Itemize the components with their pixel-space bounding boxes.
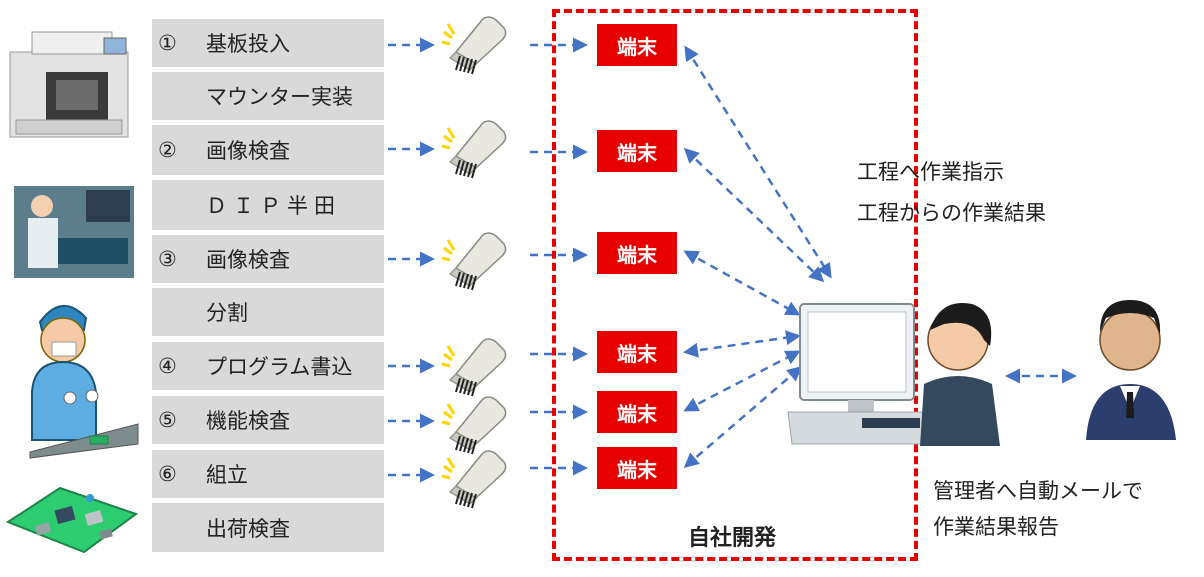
mounter-machine-image xyxy=(9,31,129,138)
step-shipping-inspection: 出荷検査 xyxy=(152,503,384,552)
step-label: ＤＩＰ半田 xyxy=(206,194,341,218)
dip-soldering-photo xyxy=(14,186,134,278)
terminal-1: 端末 xyxy=(597,24,677,66)
step-number: ② xyxy=(158,138,177,162)
step-label: マウンター実装 xyxy=(206,85,353,109)
barcode-scanner-icon xyxy=(440,337,508,398)
step-number: ⑤ xyxy=(158,408,177,432)
step-label: 出荷検査 xyxy=(206,516,290,541)
terminal-2: 端末 xyxy=(597,130,677,172)
step-mounter: マウンター実装 xyxy=(152,72,384,120)
step-2: ② 画像検査 xyxy=(152,125,384,175)
terminal-pc-arrows xyxy=(683,45,832,468)
step-label: 機能検査 xyxy=(206,409,290,433)
step-number: ③ xyxy=(158,247,177,271)
in-house-label: 自社開発 xyxy=(688,526,777,551)
step-4: ④ プログラム書込 xyxy=(152,342,384,390)
manager-note-line1: 管理者へ自動メールで xyxy=(933,479,1143,503)
barcode-scanner-icon xyxy=(440,449,508,510)
terminal-6: 端末 xyxy=(597,447,677,489)
pc-note-line2: 工程からの作業結果 xyxy=(857,201,1046,225)
scanner-to-terminal-arrows xyxy=(530,37,588,476)
worker-illustration xyxy=(29,305,139,459)
step-1: ① 基板投入 xyxy=(152,19,384,67)
in-house-boundary xyxy=(552,9,918,561)
terminal-5: 端末 xyxy=(597,391,677,433)
step-label: 分割 xyxy=(206,301,248,325)
step-label: プログラム書込 xyxy=(206,355,353,379)
step-to-scanner-arrows xyxy=(388,37,435,483)
circuit-board-illustration xyxy=(5,486,139,554)
step-5: ⑤ 機能検査 xyxy=(152,396,384,444)
step-number: ④ xyxy=(158,354,177,378)
step-label: 画像検査 xyxy=(206,248,290,272)
terminal-3: 端末 xyxy=(597,232,677,274)
step-label: 組立 xyxy=(206,463,248,487)
barcode-scanner-icon xyxy=(440,395,508,456)
step-split: 分割 xyxy=(152,288,384,336)
barcode-scanner-icon xyxy=(440,119,508,180)
step-label: 画像検査 xyxy=(206,139,290,163)
step-label: 基板投入 xyxy=(206,32,290,56)
manager-note-line2: 作業結果報告 xyxy=(933,515,1059,539)
pc-operator-illustration xyxy=(787,303,1000,446)
step-dip: ＤＩＰ半田 xyxy=(152,180,384,230)
pc-note-line1: 工程へ作業指示 xyxy=(857,160,1004,184)
manager-illustration xyxy=(1086,300,1176,440)
barcode-scanner-icon xyxy=(440,231,508,292)
step-number: ⑥ xyxy=(158,462,177,486)
step-6: ⑥ 組立 xyxy=(152,450,384,498)
terminal-4: 端末 xyxy=(597,331,677,373)
step-number: ① xyxy=(158,31,177,55)
step-3: ③ 画像検査 xyxy=(152,235,384,283)
barcode-scanner-icon xyxy=(440,15,508,76)
